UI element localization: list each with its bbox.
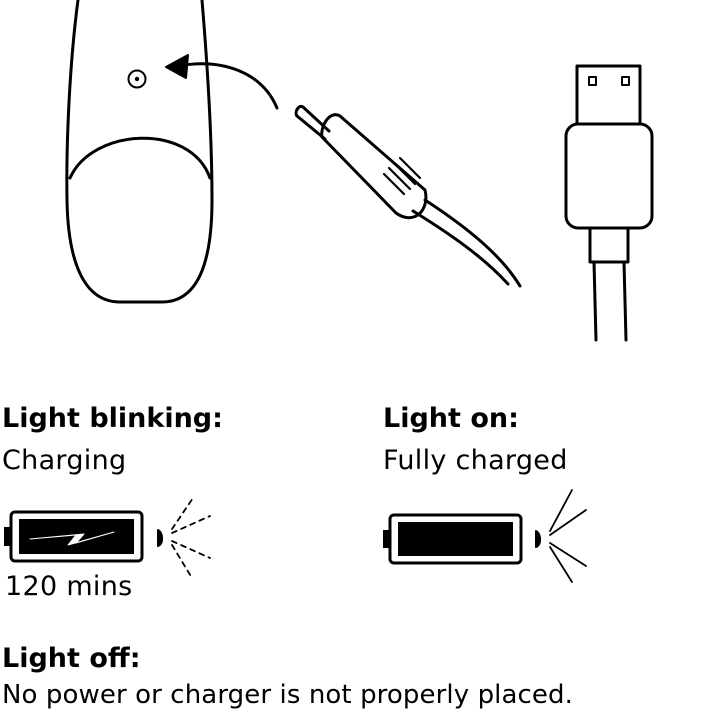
usb-plug-icon — [564, 64, 654, 342]
light-blinking-icon — [157, 497, 211, 579]
battery-charging-icon — [4, 510, 144, 563]
off-description: No power or charger is not properly plac… — [2, 680, 573, 710]
light-on-icon — [535, 489, 587, 583]
charging-port-icon — [127, 69, 147, 89]
blinking-description: Charging — [2, 445, 127, 476]
blinking-title: Light blinking: — [2, 403, 223, 434]
charge-time: 120 mins — [5, 571, 133, 602]
on-description: Fully charged — [383, 445, 568, 476]
battery-full-icon — [383, 513, 523, 565]
magnetic-charger-plug-icon — [294, 104, 522, 288]
on-title: Light on: — [383, 403, 519, 434]
off-title: Light off: — [2, 643, 141, 674]
device-icon — [65, 0, 214, 304]
insert-arrow-icon — [165, 54, 279, 110]
